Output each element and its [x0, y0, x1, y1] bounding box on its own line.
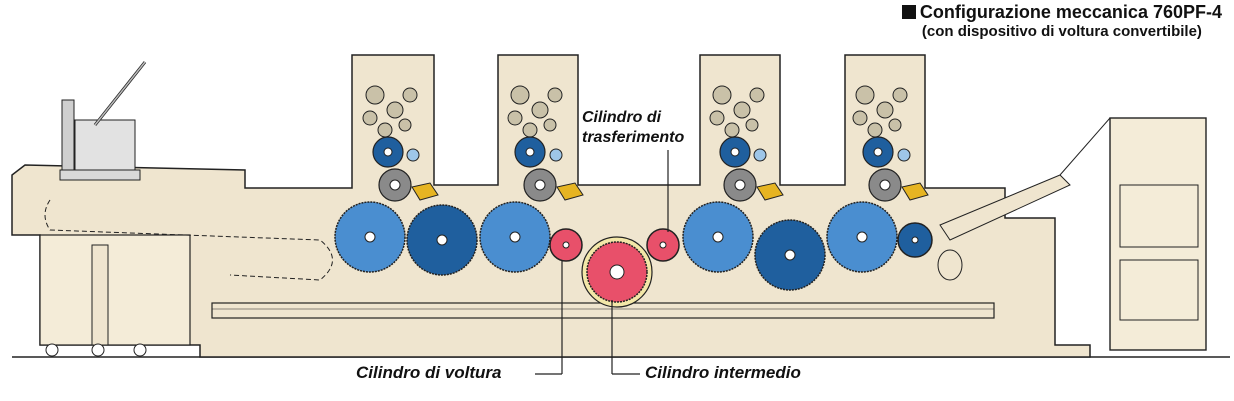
plate-cylinder-3	[754, 219, 826, 291]
diagram-title: Configurazione meccanica 760PF-4 (con di…	[901, 1, 1222, 41]
lower-rail	[211, 302, 995, 319]
label-transfer-line2: trasferimento	[582, 129, 685, 146]
delivery-cylinder	[897, 222, 933, 258]
perfecting-cylinder	[549, 228, 583, 262]
title-line1: Configurazione meccanica 760PF-4	[919, 2, 1222, 22]
print-unit-2	[507, 85, 584, 202]
print-unit-3	[709, 85, 784, 202]
label-transfer-cylinder: Cilindro di trasferimento	[582, 108, 684, 148]
machine-frame	[11, 54, 1091, 358]
blanket-cylinder-2	[479, 201, 551, 273]
transfer-cylinder	[646, 228, 680, 262]
print-unit-4	[852, 85, 929, 202]
plate-cylinder-1	[406, 204, 478, 276]
print-unit-1	[362, 85, 439, 202]
blanket-cylinder-3	[682, 201, 754, 273]
blanket-cylinder-4	[826, 201, 898, 273]
title-line2: (con dispositivo di voltura convertibile…	[921, 23, 1202, 40]
label-perfecting-cylinder: Cilindro di voltura	[356, 363, 502, 382]
title-bullet	[901, 5, 916, 19]
label-transfer-line1: Cilindro di	[582, 109, 662, 126]
feeder-unit	[39, 61, 333, 357]
delivery-unit	[937, 117, 1207, 351]
blanket-cylinder-1	[334, 201, 406, 273]
intermediate-cylinder	[581, 236, 653, 308]
label-intermediate-cylinder: Cilindro intermedio	[645, 363, 801, 382]
